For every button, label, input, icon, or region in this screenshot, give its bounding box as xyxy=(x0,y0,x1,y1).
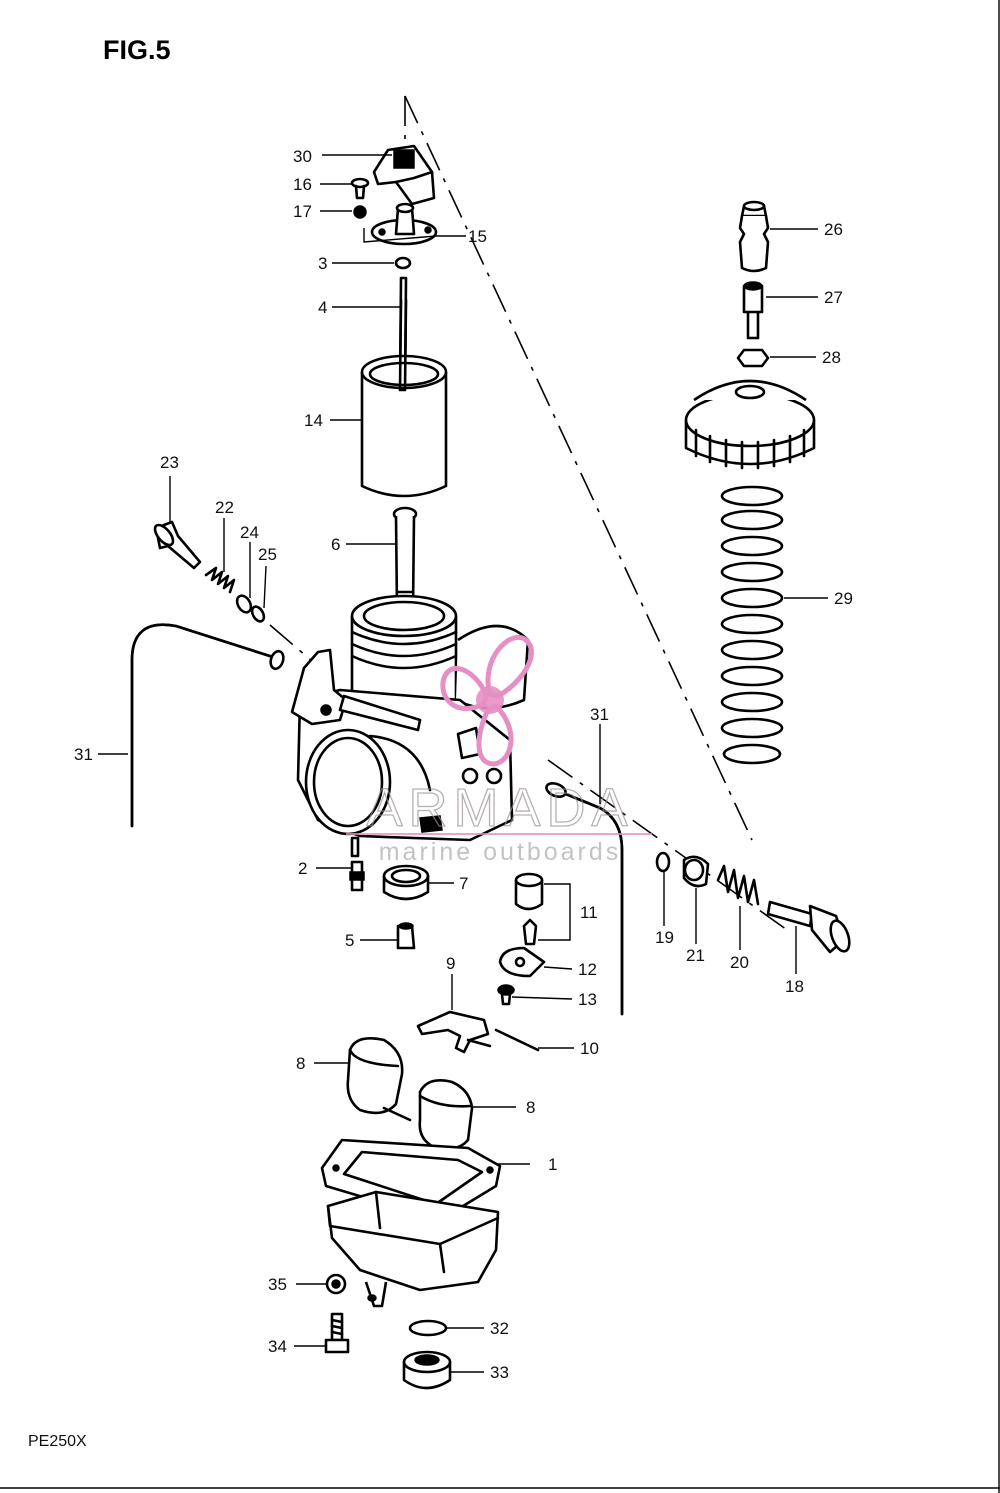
part-16-screw xyxy=(350,177,370,200)
part-34-bolt xyxy=(324,1312,350,1354)
label-27: 27 xyxy=(824,288,843,307)
part-32-o-ring xyxy=(408,1319,448,1337)
part-1-gasket xyxy=(320,1138,502,1222)
figure-title: FIG.5 xyxy=(103,35,171,65)
part-31-hose-left xyxy=(130,623,285,828)
part-21-washer xyxy=(682,855,710,888)
label-19: 19 xyxy=(655,928,674,947)
label-28: 28 xyxy=(822,348,841,367)
label-31-right: 31 xyxy=(590,705,609,724)
part-28-nut xyxy=(736,348,770,368)
part-23-air-screw xyxy=(153,520,202,570)
label-34: 34 xyxy=(268,1337,287,1356)
float-chamber xyxy=(326,1190,500,1308)
part-13-screw xyxy=(497,984,515,1006)
watermark-brand: ARMADA xyxy=(366,778,633,838)
label-15: 15 xyxy=(468,227,487,246)
part-10-pin xyxy=(494,1028,540,1052)
label-30: 30 xyxy=(293,147,312,166)
label-9: 9 xyxy=(446,954,455,973)
float-connector xyxy=(382,1106,412,1122)
label-29: 29 xyxy=(834,589,853,608)
label-13: 13 xyxy=(578,990,597,1009)
watermark: ARMADA marine outboards xyxy=(346,635,652,866)
part-2-main-jet xyxy=(349,860,365,892)
model-code: PE250X xyxy=(28,1433,87,1450)
part-27-adjuster-bolt xyxy=(742,281,764,340)
label-8-left: 8 xyxy=(296,1054,305,1073)
label-21: 21 xyxy=(686,946,705,965)
part-5-pilot-jet xyxy=(396,922,416,950)
label-2: 2 xyxy=(298,859,307,878)
part-33-drain-plug xyxy=(402,1350,452,1390)
label-32: 32 xyxy=(490,1319,509,1338)
label-25: 25 xyxy=(258,545,277,564)
part-29-spring xyxy=(720,485,784,765)
part-6-needle-jet xyxy=(392,506,418,612)
part-24-washer xyxy=(235,594,253,614)
part-7-ring xyxy=(382,864,430,901)
part-17-washer xyxy=(353,205,367,219)
part-26-cable-adjuster xyxy=(738,200,770,273)
label-10: 10 xyxy=(580,1039,599,1058)
part-35-washer xyxy=(325,1273,347,1295)
label-35: 35 xyxy=(268,1275,287,1294)
label-18: 18 xyxy=(785,977,804,996)
watermark-tagline: marine outboards xyxy=(379,838,622,866)
part-31-hose-right xyxy=(545,781,624,1016)
part-25-o-ring xyxy=(250,605,266,623)
part-14-throttle-valve xyxy=(360,298,448,498)
propeller-logo-icon xyxy=(440,635,534,767)
label-12: 12 xyxy=(578,960,597,979)
mixing-chamber-top xyxy=(684,379,816,470)
label-17: 17 xyxy=(293,202,312,221)
label-23: 23 xyxy=(160,453,179,472)
label-26: 26 xyxy=(824,220,843,239)
label-7: 7 xyxy=(459,874,468,893)
label-22: 22 xyxy=(215,498,234,517)
part-3-clip xyxy=(394,256,412,270)
label-16: 16 xyxy=(293,175,312,194)
part-8-float-right xyxy=(418,1079,474,1151)
label-8-right: 8 xyxy=(526,1098,535,1117)
label-24: 24 xyxy=(240,523,259,542)
label-31-left: 31 xyxy=(74,745,93,764)
label-4: 4 xyxy=(318,298,327,317)
leader-lines xyxy=(98,154,828,1373)
part-11-float-valve xyxy=(514,872,544,946)
label-20: 20 xyxy=(730,953,749,972)
label-6: 6 xyxy=(331,535,340,554)
part-labels: 30 16 17 15 3 4 14 6 23 22 24 25 31 31 2… xyxy=(74,147,853,1382)
label-14: 14 xyxy=(304,411,323,430)
part-19-o-ring xyxy=(655,851,671,873)
part-8-float-left xyxy=(346,1037,404,1115)
label-1: 1 xyxy=(548,1155,557,1174)
part-9-float-arm xyxy=(416,1010,492,1054)
label-5: 5 xyxy=(345,931,354,950)
label-33: 33 xyxy=(490,1363,509,1382)
part-22-spring xyxy=(204,566,236,594)
part-12-plate xyxy=(498,946,546,978)
label-3: 3 xyxy=(318,254,327,273)
label-11: 11 xyxy=(580,903,598,922)
part-18-throttle-screw xyxy=(766,900,851,954)
part-30-cap xyxy=(372,144,436,206)
part-20-spring xyxy=(716,864,760,906)
